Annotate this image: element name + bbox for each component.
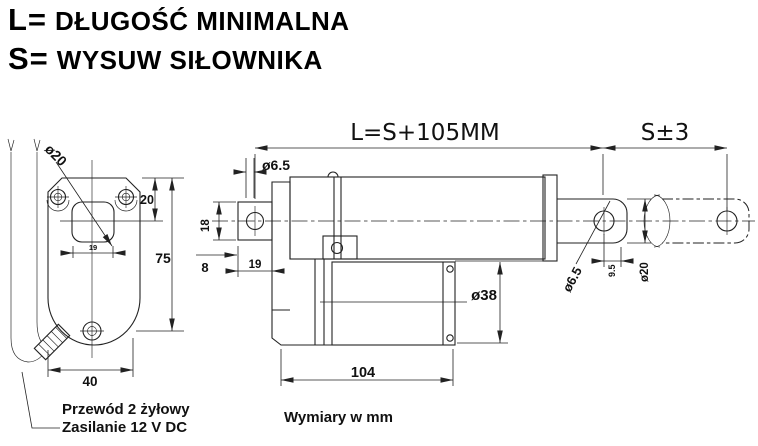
dim-housing-length: 104 <box>351 365 375 381</box>
units-note: Wymiary w mm <box>284 409 393 426</box>
end-view: ø20 20 75 19 40 <box>7 138 184 429</box>
legend-symbol-stroke: S= <box>8 41 49 76</box>
cable-note: Przewód 2 żyłowy Zasilanie 12 V DC <box>62 401 190 437</box>
dim-rear-clevis-width: 19 <box>249 259 262 271</box>
power-wires <box>7 138 48 363</box>
dim-stroke: S±3 <box>641 120 690 146</box>
shaft-hole <box>71 201 115 243</box>
legend-line-1: L= DŁUGOŚĆ MINIMALNA <box>8 1 350 40</box>
cable-note-line2: Zasilanie 12 V DC <box>62 419 188 436</box>
dim-base-width: 40 <box>82 374 97 389</box>
rod-clevis <box>542 174 628 262</box>
legend: L= DŁUGOŚĆ MINIMALNA S= WYSUW SIŁOWNIKA <box>8 1 350 79</box>
dim-front-hole-dia: ø6.5 <box>559 264 584 294</box>
dim-motor-dia: ø38 <box>471 287 497 304</box>
side-view-dimensions: L=S+105MM S±3 ø6.5 18 8 <box>196 120 728 386</box>
gear-housing <box>271 181 455 346</box>
dim-bracket-height: 75 <box>155 250 171 266</box>
cable-note-leader <box>21 371 60 429</box>
motor-housing <box>320 261 467 346</box>
dim-length-formula: L=S+105MM <box>350 120 500 146</box>
dim-shaft-hole-width: 19 <box>89 243 97 252</box>
dim-rear-clevis-height: 18 <box>200 219 212 232</box>
flange-plate <box>46 177 141 346</box>
dim-rear-clevis-offset: 8 <box>201 260 208 275</box>
dim-rod-end-dia: ø20 <box>639 262 651 282</box>
legend-label-stroke: WYSUW SIŁOWNIKA <box>56 45 323 75</box>
cylinder-body <box>289 171 546 260</box>
mount-bracket <box>322 235 358 260</box>
dim-rear-hole-dia: ø6.5 <box>262 157 290 173</box>
cable-note-line1: Przewód 2 żyłowy <box>62 401 190 418</box>
side-view: L=S+105MM S±3 ø6.5 18 8 <box>196 120 755 386</box>
legend-line-2: S= WYSUW SIŁOWNIKA <box>8 40 350 79</box>
dim-hole-center-from-top: 20 <box>140 193 154 207</box>
dim-front-hole-offset: 9.5 <box>607 264 617 277</box>
legend-symbol-length: L= <box>8 2 48 37</box>
legend-label-length: DŁUGOŚĆ MINIMALNA <box>55 6 350 36</box>
cable-gland <box>33 323 71 361</box>
dim-shaft-hole-dia: ø20 <box>42 141 71 170</box>
